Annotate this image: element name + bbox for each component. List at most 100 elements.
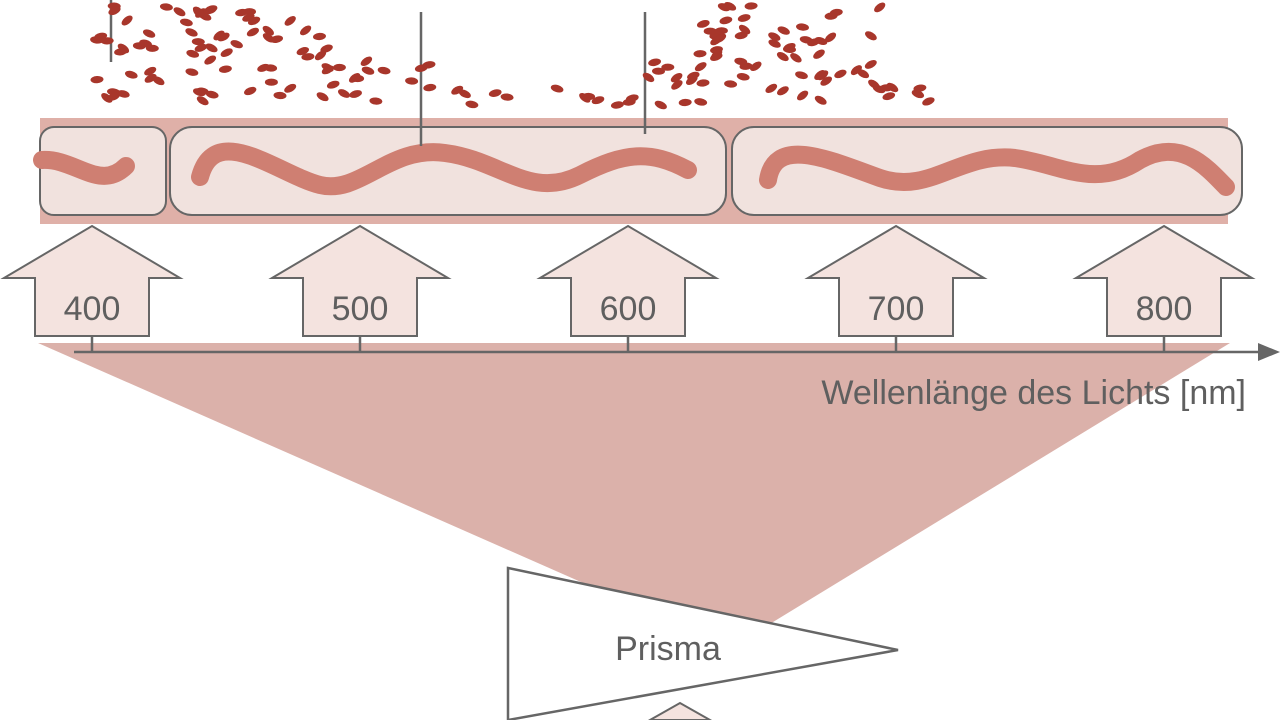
- bacterium: [349, 90, 362, 98]
- bacterium: [694, 62, 707, 72]
- chloroplast-spiral: [33, 150, 135, 185]
- bacterium: [911, 89, 925, 99]
- bacterium: [196, 96, 209, 106]
- bacterium: [114, 48, 128, 56]
- bacterium: [678, 98, 692, 107]
- bacterium: [300, 25, 312, 36]
- bacterium: [768, 39, 781, 48]
- bacterium: [750, 61, 762, 72]
- incoming-light-arrow: [647, 701, 713, 720]
- bacterium: [874, 2, 886, 13]
- algae-cells: [39, 126, 1243, 216]
- bacterium: [790, 53, 802, 63]
- bacterium: [500, 93, 514, 101]
- tick-label-600: 600: [599, 290, 657, 328]
- bacterium: [610, 101, 624, 109]
- axis-arrowhead: [1258, 343, 1280, 361]
- bacterium: [338, 89, 350, 98]
- bacterium: [152, 76, 165, 86]
- bacterium: [316, 92, 329, 102]
- bacterium: [422, 61, 436, 69]
- bacterium: [865, 31, 877, 41]
- bacterium: [922, 97, 935, 106]
- tick-label-400: 400: [63, 290, 121, 328]
- bacterium: [108, 6, 121, 16]
- bacterium: [814, 70, 826, 80]
- bacterium: [186, 49, 200, 58]
- bacterium: [247, 16, 261, 26]
- bacterium: [284, 16, 296, 26]
- bacterium: [738, 24, 751, 35]
- chloroplast-spiral: [191, 142, 697, 196]
- bacterium: [159, 3, 173, 11]
- bacterium: [121, 15, 133, 26]
- prism: [506, 566, 899, 720]
- bacterium: [458, 89, 471, 99]
- bacterium: [783, 45, 796, 54]
- axis-title: Wellenlänge des Lichts [nm]: [821, 374, 1246, 412]
- bacterium: [913, 84, 927, 92]
- bacterium: [795, 71, 808, 80]
- bacterium: [465, 100, 479, 109]
- bacterium: [139, 39, 152, 48]
- bacterium: [796, 23, 809, 31]
- bacterium: [193, 88, 206, 97]
- bacterium: [582, 92, 596, 101]
- bacterium: [185, 28, 198, 37]
- bacterium: [90, 75, 104, 84]
- bacterium: [737, 14, 751, 22]
- bacterium: [405, 77, 419, 85]
- bacterium: [301, 53, 315, 61]
- bacterium: [591, 96, 605, 105]
- chloroplast-spiral: [759, 142, 1235, 196]
- bacterium: [124, 70, 138, 79]
- bacterium: [834, 69, 847, 79]
- bacterium: [360, 56, 373, 67]
- bacterium: [765, 83, 778, 94]
- algae-cell: [169, 126, 727, 216]
- bacterium: [550, 84, 564, 93]
- bacterium: [886, 82, 899, 93]
- bacterium: [361, 66, 375, 75]
- bacterium: [850, 65, 862, 76]
- bacterium: [777, 26, 790, 35]
- bacterium: [711, 49, 723, 60]
- bacterium: [820, 76, 832, 86]
- bacterium: [694, 98, 708, 106]
- bacterium: [142, 29, 156, 38]
- bacterium: [218, 65, 232, 73]
- bacterium: [203, 6, 217, 15]
- bacterium: [696, 79, 710, 87]
- bacterium: [220, 48, 233, 58]
- bacterium: [377, 66, 391, 75]
- bacterium: [314, 50, 327, 61]
- bacterium: [671, 80, 683, 90]
- bacterium: [332, 63, 346, 72]
- bacterium: [654, 100, 667, 110]
- bacterium: [719, 16, 733, 25]
- bacterium: [734, 31, 748, 40]
- bacterium: [661, 63, 675, 71]
- bacterium: [814, 95, 827, 105]
- bacterium: [205, 43, 218, 53]
- bacterium: [703, 27, 717, 35]
- bacterium: [90, 36, 104, 44]
- bacterium: [230, 40, 243, 49]
- bacterium: [213, 30, 225, 41]
- bacterium: [882, 92, 896, 101]
- bacterium: [107, 92, 120, 101]
- bacterium: [204, 55, 217, 65]
- bacterium: [180, 18, 193, 27]
- bacterium: [687, 71, 700, 80]
- bacterium: [642, 72, 655, 83]
- bacterium: [696, 20, 710, 28]
- bacterium: [235, 8, 249, 17]
- bacterium: [652, 67, 665, 75]
- bacterium: [185, 68, 199, 76]
- bacterium: [257, 63, 270, 72]
- bacterium: [423, 83, 437, 92]
- bacterium: [262, 25, 274, 36]
- bacterium: [814, 36, 828, 46]
- bacterium: [724, 80, 738, 88]
- bacterium: [824, 32, 837, 43]
